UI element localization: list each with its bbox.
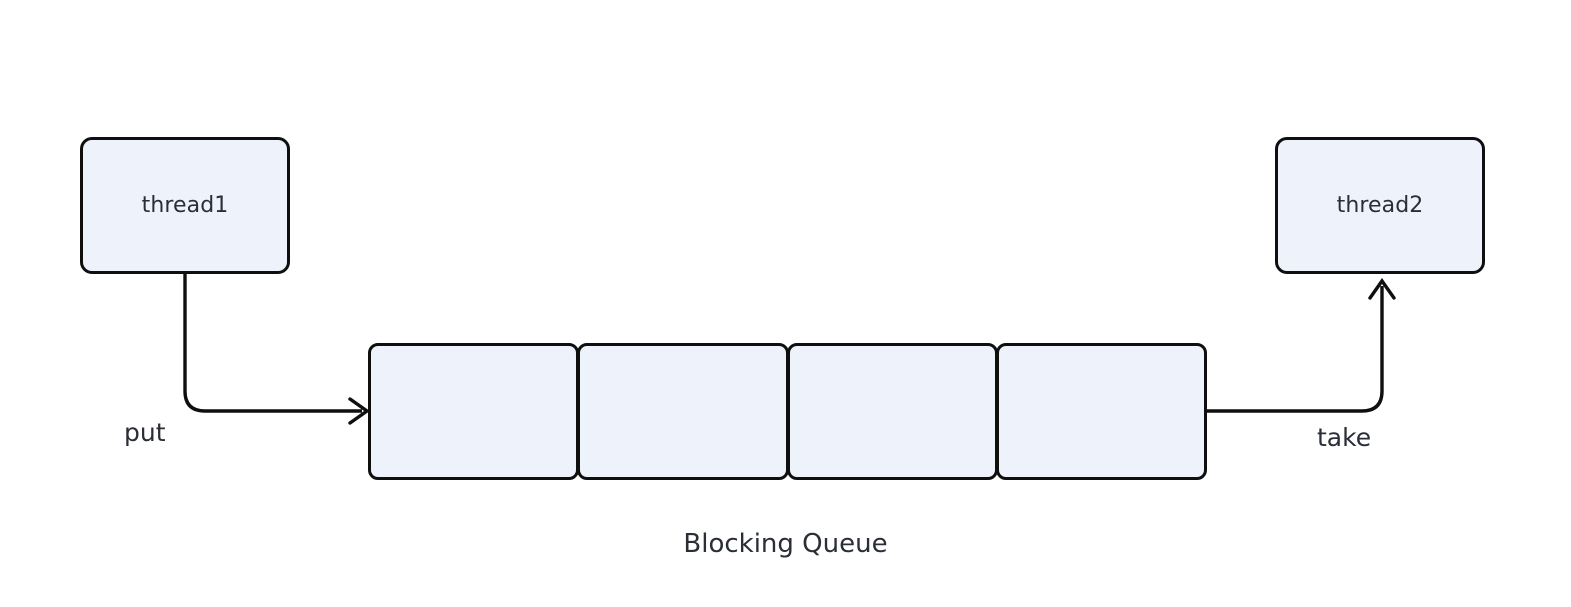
take-edge-path — [1207, 286, 1384, 413]
queue-cell[interactable] — [995, 343, 1207, 480]
queue-cell[interactable] — [368, 343, 580, 480]
blocking-queue — [368, 343, 1207, 480]
node-thread1-label: thread1 — [141, 192, 229, 218]
node-thread2-label: thread2 — [1336, 192, 1424, 218]
node-thread1[interactable]: thread1 — [80, 137, 290, 274]
node-thread2[interactable]: thread2 — [1275, 137, 1485, 274]
put-edge-label: put — [124, 418, 166, 447]
take-edge-label: take — [1317, 423, 1372, 452]
put-arrow-head — [348, 397, 370, 425]
take-arrow-head — [1368, 278, 1396, 300]
queue-cell[interactable] — [577, 343, 789, 480]
put-edge-path — [183, 274, 362, 413]
blocking-queue-caption: Blocking Queue — [683, 529, 888, 559]
queue-cell[interactable] — [786, 343, 998, 480]
